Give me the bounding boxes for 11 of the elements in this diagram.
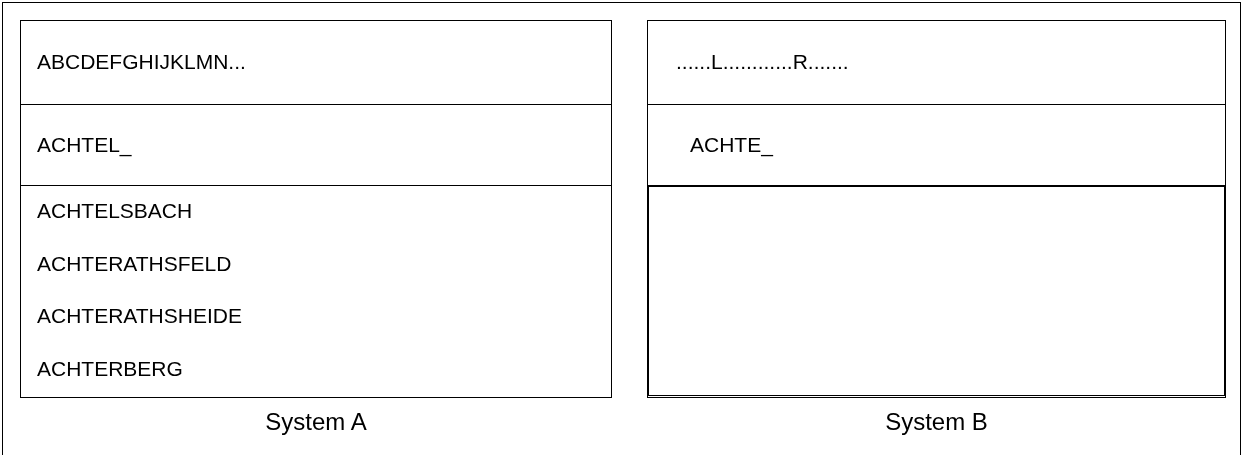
list-item: ACHTERATHSHEIDE — [37, 304, 242, 329]
panel-caption: System B — [885, 408, 988, 436]
list-item: ACHTELSBACH — [37, 199, 193, 224]
panel-caption: System A — [265, 408, 367, 436]
alphabet-text: ABCDEFGHIJKLMN... — [37, 50, 246, 74]
list-item: ACHTERBERG — [37, 356, 183, 381]
typed-text: ACHTEL_ — [37, 132, 132, 157]
list-item: ACHTERATHSFELD — [37, 251, 232, 276]
empty-row — [648, 186, 1225, 396]
typed-text: ACHTE_ — [690, 132, 773, 157]
letter-hint-text: ......L............R....... — [676, 50, 849, 74]
